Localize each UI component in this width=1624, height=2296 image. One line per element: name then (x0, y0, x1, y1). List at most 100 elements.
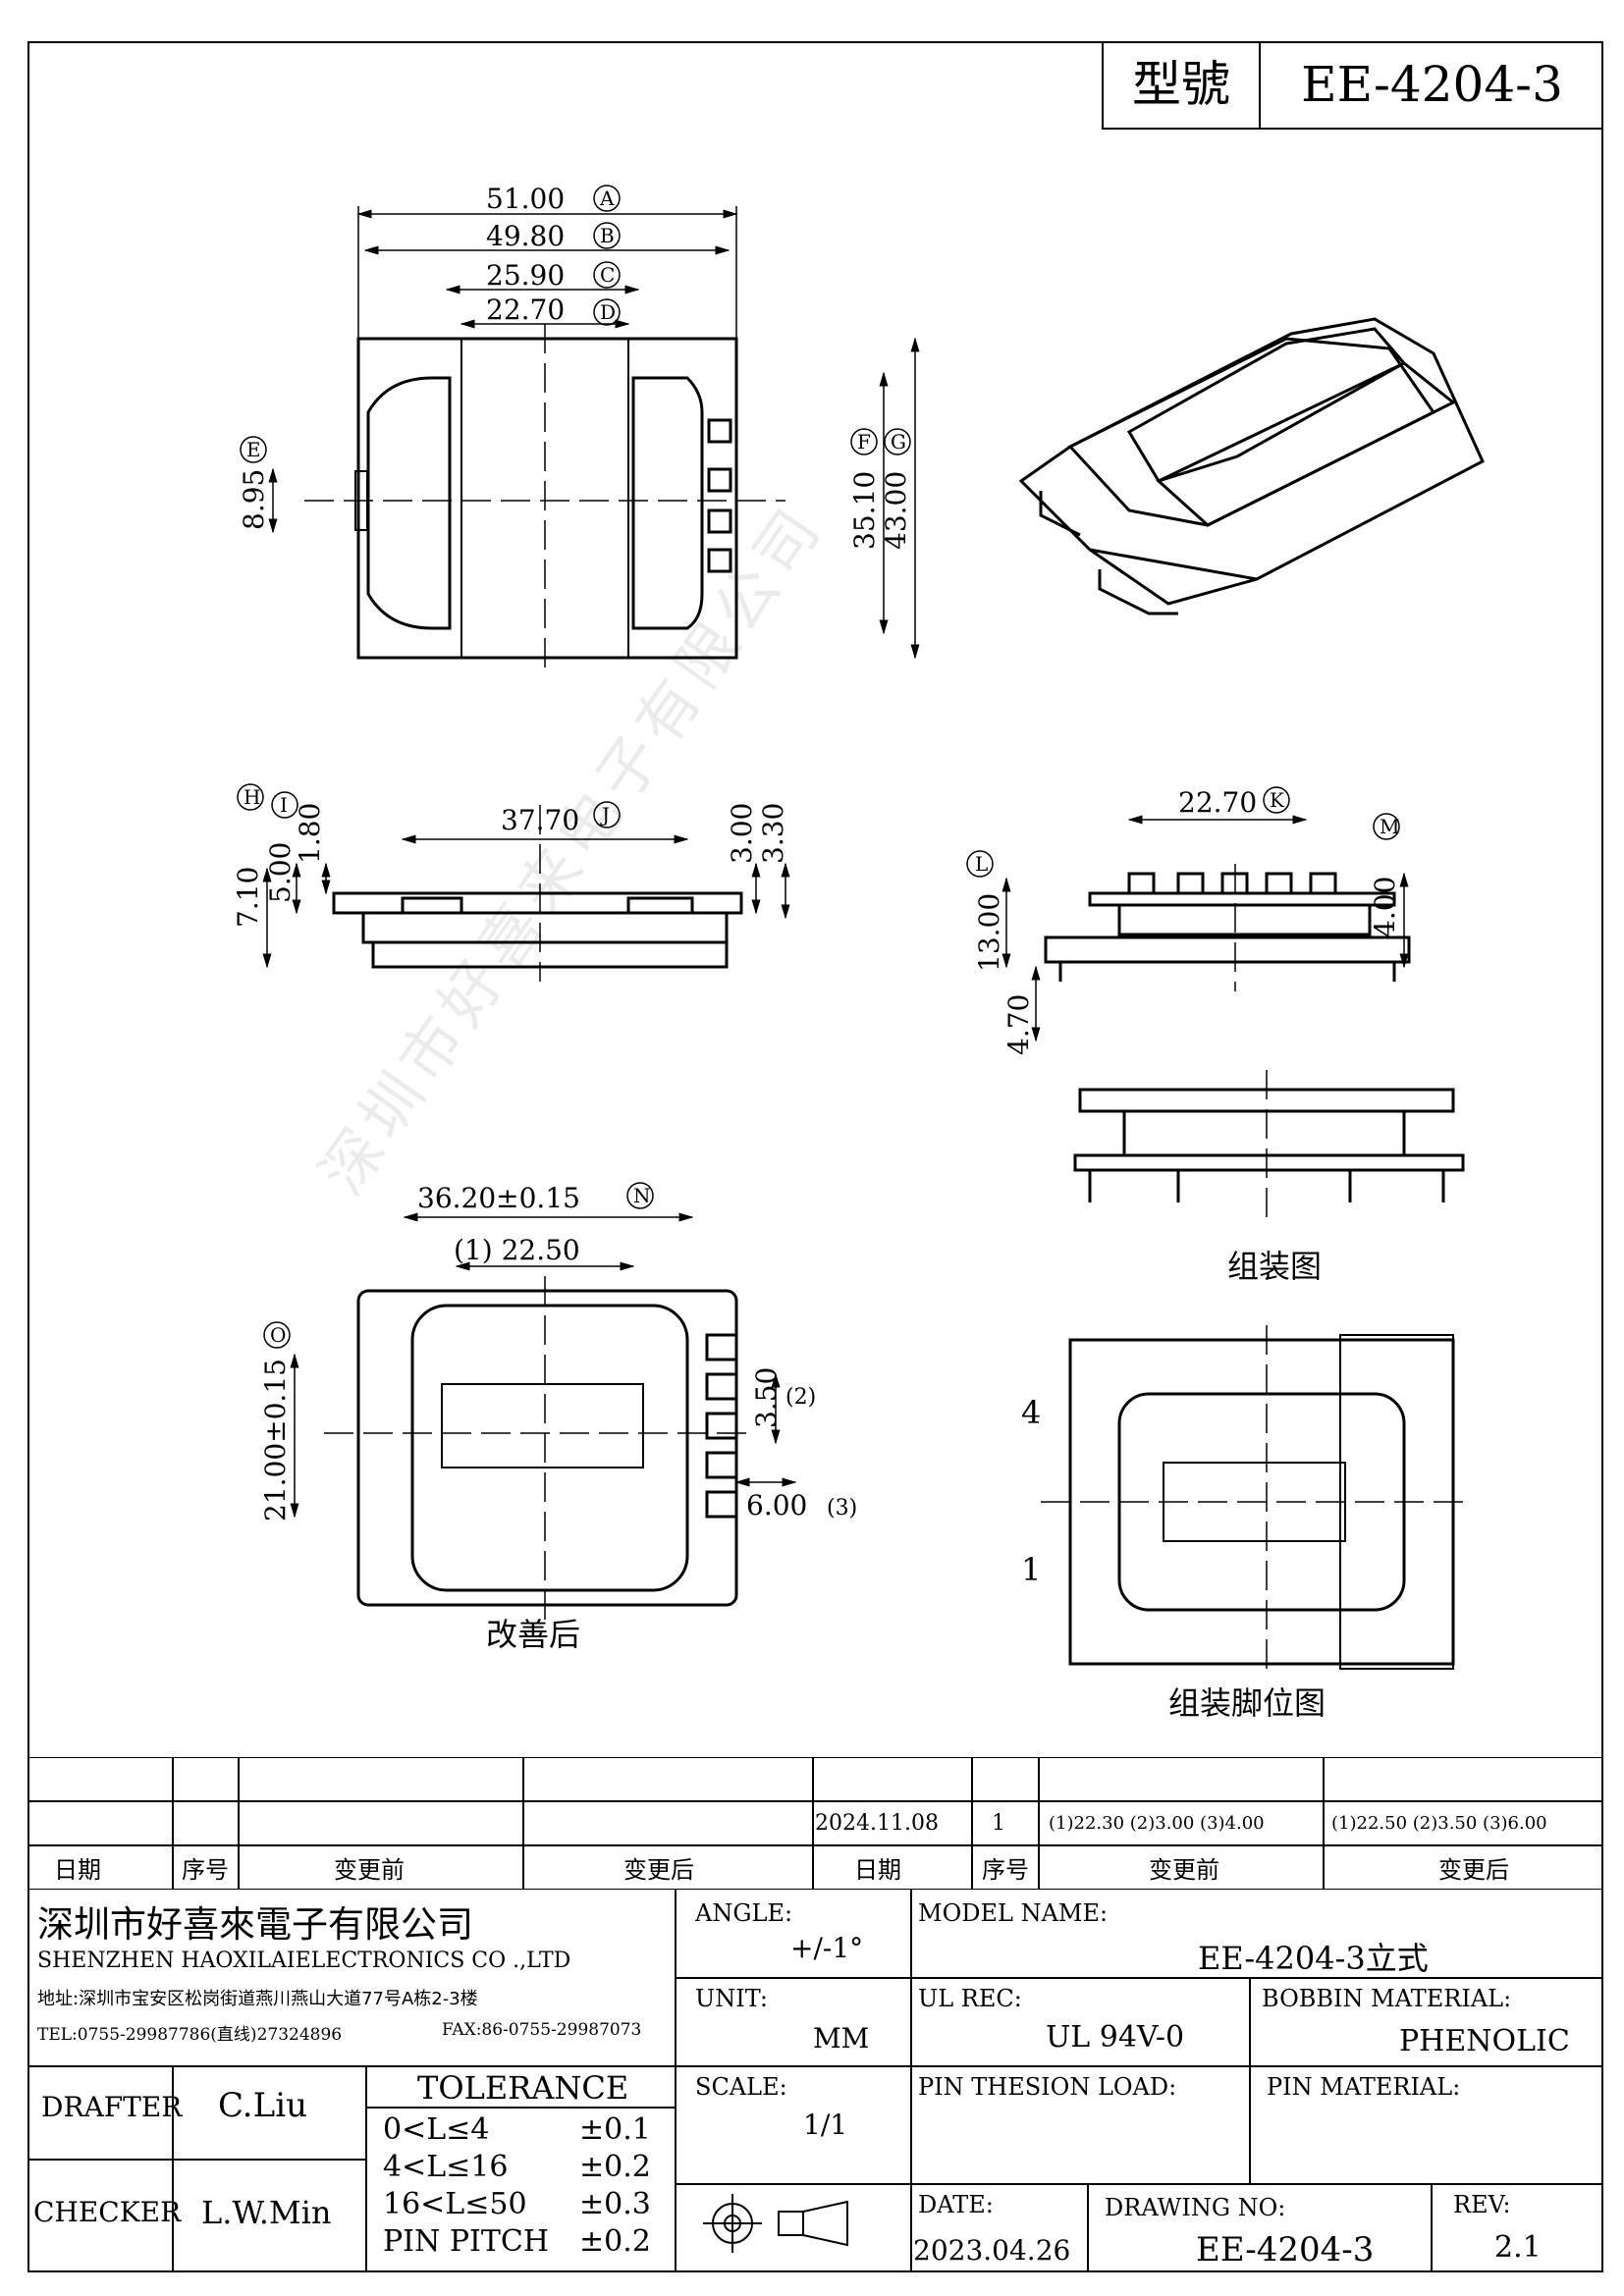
isometric-view (1018, 317, 1485, 615)
bottom-view-dim-lines (290, 1212, 797, 1519)
drafter-label: DRAFTER (41, 2091, 183, 2123)
dim-a: 51.00 (486, 183, 565, 215)
ul-value: UL 94V-0 (1046, 2020, 1185, 2055)
drawing-no-value: EE-4204-3 (1196, 2230, 1375, 2269)
pin-label-1: 1 (1021, 1551, 1041, 1588)
end-view-dims: 22.70 13.00 4.00 4.70 (973, 786, 1401, 1055)
drawing-frame (27, 41, 1603, 2272)
model-label: 型號 (1104, 41, 1261, 128)
dim-h: 7.10 (232, 867, 264, 928)
rev-row-seq: 1 (992, 1811, 1005, 1836)
tolerance-value-4: ±0.2 (579, 2224, 651, 2259)
ul-label: UL REC: (918, 1985, 1022, 2012)
tolerance-range-3: 16<L≤50 (383, 2187, 527, 2221)
company-name-cn: 深圳市好喜來電子有限公司 (37, 1903, 473, 1946)
bottom-view-caption: 改善后 (486, 1616, 581, 1653)
model-value: EE-4204-3 (1301, 56, 1563, 113)
pin-view-labels: 4 1 (1021, 1394, 1041, 1588)
rev-label: REV: (1453, 2191, 1511, 2218)
revision-table-grid (27, 1757, 1603, 1890)
dim-note-2: (2) (785, 1385, 816, 1410)
dim-note-3: (3) (827, 1496, 857, 1521)
dim-3-50: 3.50 (750, 1367, 783, 1428)
dim-e: 8.95 (238, 469, 270, 530)
marker-l: L (975, 852, 988, 876)
top-view-dims: 51.00 49.80 25.90 22.70 8.95 35.10 43.00 (238, 183, 912, 550)
dim-f: 35.10 (848, 471, 881, 550)
rev-row-before: (1)22.30 (2)3.00 (3)4.00 (1049, 1813, 1265, 1834)
drafter-value: C.Liu (218, 2086, 307, 2125)
unit-label: UNIT: (695, 1985, 768, 2012)
bobbin-material-label: BOBBIN MATERIAL: (1262, 1985, 1512, 2012)
date-label: DATE: (918, 2191, 994, 2218)
checker-label: CHECKER (33, 2196, 182, 2228)
end-view (1044, 864, 1411, 991)
end-view-dim-lines (1001, 815, 1409, 1042)
dim-g: 43.00 (880, 471, 912, 550)
model-name-value: EE-4204-3立式 (1198, 1940, 1429, 1977)
dim-o: 21.00±0.15 (259, 1359, 292, 1522)
dim-m: 4.00 (1369, 877, 1401, 937)
marker-j: J (600, 803, 610, 827)
marker-a: A (599, 187, 615, 210)
model-header: 型號 EE-4204-3 (1102, 41, 1603, 130)
company-fax: FAX:86-0755-29987073 (442, 2020, 642, 2040)
technical-drawing: 51.00 49.80 25.90 22.70 8.95 35.10 43.00… (232, 183, 1485, 1679)
marker-i: I (280, 793, 288, 817)
marker-g: G (891, 430, 906, 454)
dim-j: 37.70 (501, 804, 579, 836)
dim-6-00: 6.00 (746, 1489, 807, 1522)
marker-k: K (1270, 788, 1285, 812)
drawing-no-label: DRAWING NO: (1105, 2194, 1286, 2221)
marker-b: B (600, 224, 615, 247)
side-view-dims: 7.10 5.00 1.80 37.70 3.00 3.30 (232, 803, 789, 928)
tolerance-range-2: 4<L≤16 (383, 2150, 509, 2184)
marker-o: O (270, 1323, 286, 1347)
bottom-view (324, 1276, 746, 1620)
dim-i: 5.00 (264, 842, 297, 903)
company-tel: TEL:0755-29987786(直线)27324896 (37, 2025, 343, 2045)
scale-label: SCALE: (695, 2073, 787, 2101)
dim-4-70: 4.70 (1002, 994, 1035, 1055)
top-view (304, 324, 785, 677)
company-name-en: SHENZHEN HAOXILAIELECTRONICS CO .,LTD (37, 1949, 571, 1973)
tolerance-value-2: ±0.2 (579, 2150, 651, 2184)
tolerance-value-1: ±0.1 (579, 2112, 651, 2147)
marker-c: C (600, 263, 615, 287)
assembly-caption: 组装图 (1227, 1248, 1323, 1285)
side-view-markers: H I J (237, 783, 621, 828)
bobbin-material-value: PHENOLIC (1399, 2024, 1570, 2058)
model-name-label: MODEL NAME: (918, 1899, 1109, 1927)
rev-value: 2.1 (1494, 2230, 1542, 2265)
rev-row-date: 2024.11.08 (815, 1811, 939, 1836)
dim-1-80: 1.80 (294, 803, 326, 864)
marker-d: D (600, 300, 616, 324)
marker-e: E (246, 438, 261, 461)
bottom-view-markers: N O (263, 1182, 654, 1349)
marker-f: F (857, 430, 871, 454)
date-value: 2023.04.26 (913, 2234, 1071, 2267)
unit-value: MM (813, 2022, 870, 2055)
side-view-dim-lines (262, 834, 790, 969)
rev-header-after-2: 变更后 (1438, 1856, 1509, 1884)
dim-b: 49.80 (486, 220, 565, 252)
rev-header-seq: 序号 (182, 1856, 229, 1884)
rev-header-before: 变更前 (334, 1856, 405, 1884)
top-view-markers: A B C D E F G (240, 185, 911, 463)
rev-header-after: 变更后 (623, 1856, 694, 1884)
marker-n: N (633, 1184, 651, 1207)
dim-c: 25.90 (486, 259, 565, 292)
pin-view (1041, 1325, 1473, 1679)
rev-header-date-2: 日期 (854, 1856, 901, 1884)
dim-n: 36.20±0.15 (417, 1182, 580, 1214)
rev-header-before-2: 变更前 (1149, 1856, 1219, 1884)
marker-h: H (244, 785, 260, 809)
scale-value: 1/1 (803, 2109, 848, 2141)
dim-3-30: 3.30 (757, 803, 789, 864)
side-view (332, 805, 743, 982)
rev-header-seq-2: 序号 (982, 1856, 1029, 1884)
end-view-markers: K L M (966, 786, 1400, 878)
assembly-view (1073, 1070, 1465, 1217)
tolerance-value-3: ±0.3 (579, 2187, 651, 2221)
bottom-view-dims: 36.20±0.15 (1) 22.50 21.00±0.15 3.50 (2)… (259, 1182, 857, 1522)
